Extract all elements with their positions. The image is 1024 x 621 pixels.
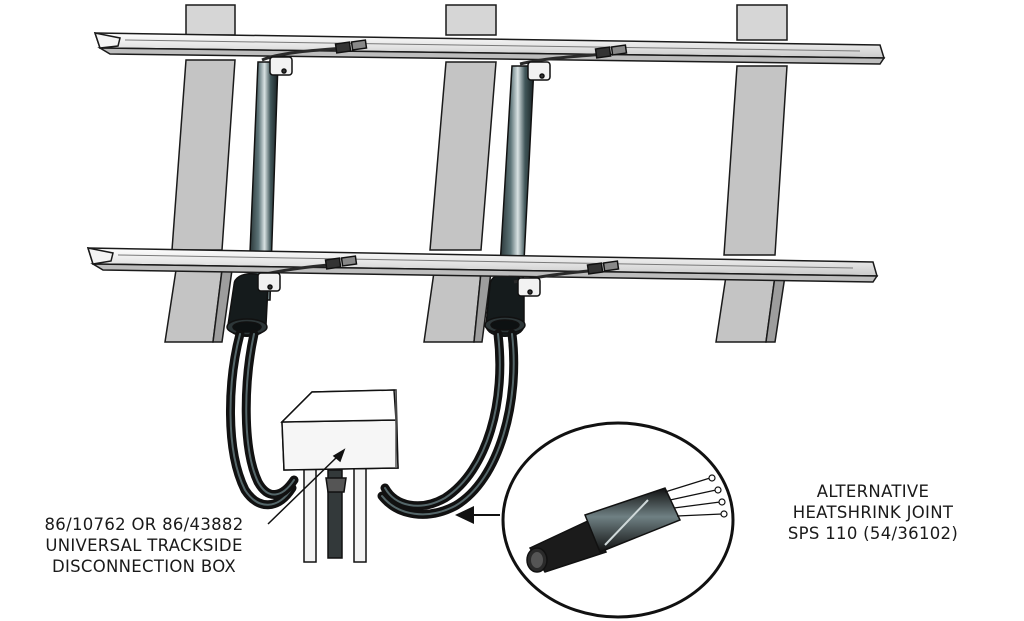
sleeper-middle — [423, 4, 497, 343]
joint-arrow — [455, 506, 500, 524]
box-label-line-3: DISCONNECTION BOX — [51, 557, 237, 576]
box-label-line-2: UNIVERSAL TRACKSIDE — [45, 536, 243, 555]
disconnection-box — [280, 389, 399, 563]
box-label-line-1: 86/10762 OR 86/43882 — [44, 515, 244, 534]
disconnection-box-label: 86/10762 OR 86/43882 UNIVERSAL TRACKSIDE… — [18, 514, 270, 577]
heatshrink-joint-inset — [501, 421, 735, 619]
heatshrink-joint-label: ALTERNATIVE HEATSHRINK JOINT SPS 110 (54… — [762, 481, 984, 544]
duct-left — [226, 61, 279, 337]
box-leader — [267, 448, 346, 525]
sleeper-right — [715, 4, 788, 343]
sleeper-left — [164, 4, 236, 343]
rail-connections — [257, 39, 628, 297]
joint-label-line-3: SPS 110 (54/36102) — [787, 524, 959, 543]
cables-to-box — [226, 329, 519, 519]
joint-label-line-2: HEATSHRINK JOINT — [792, 503, 954, 522]
cable-cores — [664, 477, 723, 517]
duct-right — [484, 65, 535, 337]
joint-label-line-1: ALTERNATIVE — [816, 482, 930, 501]
sleepers — [164, 4, 788, 343]
